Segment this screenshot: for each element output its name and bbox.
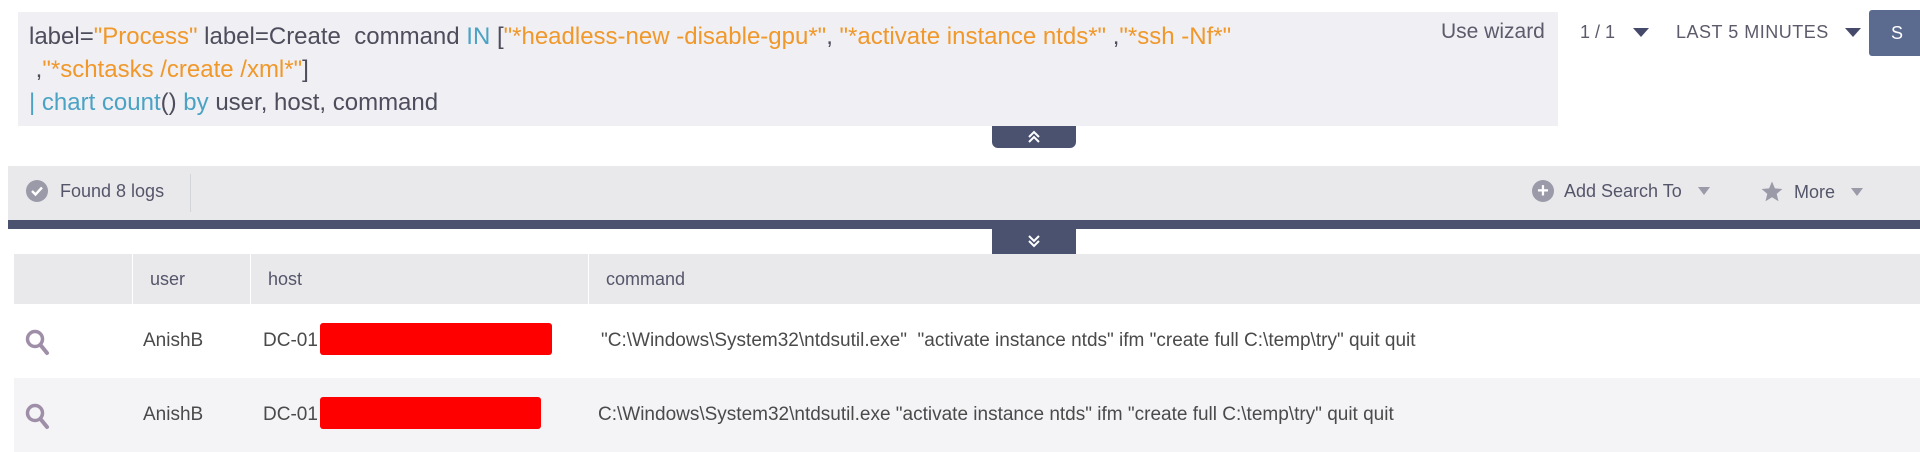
plus-circle-icon: + bbox=[1532, 180, 1554, 202]
star-icon bbox=[1761, 181, 1783, 202]
use-wizard-link[interactable]: Use wizard bbox=[1441, 20, 1545, 43]
double-chevron-down-icon bbox=[1028, 235, 1040, 248]
results-divider bbox=[8, 220, 1920, 229]
column-header-host[interactable]: host bbox=[250, 254, 588, 304]
magnifier-icon[interactable] bbox=[24, 402, 50, 430]
time-range-selector[interactable]: LAST 5 MINUTES bbox=[1676, 22, 1861, 43]
query-line-1: label="Process" label=Create command IN … bbox=[29, 20, 1558, 53]
results-toolbar: Found 8 logs + Add Search To More bbox=[8, 166, 1920, 220]
redaction-box bbox=[319, 322, 552, 355]
query-keyword: chart count bbox=[41, 89, 161, 116]
query-token: , bbox=[826, 23, 840, 50]
time-range-label: LAST 5 MINUTES bbox=[1676, 22, 1829, 42]
collapse-query-button[interactable] bbox=[992, 126, 1076, 148]
query-line-3: | chart count() by user, host, command bbox=[29, 86, 1558, 119]
query-keyword: by bbox=[183, 89, 209, 116]
query-token: , bbox=[29, 56, 43, 83]
add-search-label: Add Search To bbox=[1564, 180, 1682, 201]
query-token: () bbox=[160, 89, 184, 116]
chevron-down-icon[interactable] bbox=[1633, 28, 1650, 37]
query-string: "*schtasks /create /xml*" bbox=[42, 56, 303, 83]
search-button-label: S bbox=[1891, 23, 1904, 43]
check-circle-icon bbox=[26, 180, 48, 202]
cell-host: DC-01 bbox=[263, 378, 541, 452]
more-button[interactable]: More bbox=[1760, 180, 1864, 204]
redaction-box bbox=[319, 396, 541, 429]
table-header: user host command bbox=[14, 254, 1920, 304]
query-line-2: ,"*schtasks /create /xml*"] bbox=[29, 53, 1558, 86]
caret-down-icon bbox=[1851, 188, 1864, 196]
found-logs-status: Found 8 logs bbox=[26, 180, 164, 202]
query-pipe: | bbox=[29, 89, 42, 116]
cell-user: AnishB bbox=[143, 330, 204, 351]
query-editor[interactable]: label="Process" label=Create command IN … bbox=[18, 12, 1558, 126]
host-name: DC-01 bbox=[263, 404, 318, 425]
table-row[interactable]: AnishB DC-01 C:\Windows\System32\ntdsuti… bbox=[14, 378, 1920, 452]
query-token: label=Create command bbox=[197, 23, 467, 50]
cell-command: C:\Windows\System32\ntdsutil.exe "activa… bbox=[598, 404, 1394, 425]
column-header-command[interactable]: command bbox=[588, 254, 1920, 304]
host-name: DC-01 bbox=[263, 330, 318, 351]
found-logs-label: Found 8 logs bbox=[60, 180, 165, 201]
magnifier-icon[interactable] bbox=[24, 328, 50, 356]
more-label: More bbox=[1794, 181, 1836, 202]
query-string: "*activate instance ntds*" bbox=[839, 23, 1107, 50]
search-button[interactable]: S bbox=[1869, 10, 1920, 56]
column-header-actions bbox=[14, 254, 132, 304]
cell-command: "C:\Windows\System32\ntdsutil.exe" "acti… bbox=[601, 330, 1416, 351]
query-token: "Process" bbox=[93, 23, 198, 50]
query-token: , bbox=[1106, 23, 1120, 50]
expand-results-button[interactable] bbox=[992, 228, 1076, 254]
add-search-to-button[interactable]: + Add Search To bbox=[1532, 180, 1710, 202]
toolbar-divider bbox=[190, 174, 191, 212]
column-header-user[interactable]: user bbox=[132, 254, 250, 304]
caret-down-icon bbox=[1697, 187, 1710, 195]
cell-user: AnishB bbox=[143, 404, 204, 425]
query-keyword: IN bbox=[466, 23, 491, 50]
query-string: "*headless-new -disable-gpu*" bbox=[503, 23, 827, 50]
query-string: "*ssh -Nf*" bbox=[1119, 23, 1232, 50]
query-token: label= bbox=[29, 23, 94, 50]
table-row[interactable]: AnishB DC-01 "C:\Windows\System32\ntdsut… bbox=[14, 304, 1920, 378]
query-token: [ bbox=[490, 23, 504, 50]
page-indicator: 1 / 1 bbox=[1580, 22, 1616, 42]
query-token: ] bbox=[302, 56, 309, 83]
double-chevron-up-icon bbox=[1028, 130, 1040, 143]
chevron-down-icon[interactable] bbox=[1844, 28, 1861, 37]
query-token: user, host, command bbox=[208, 89, 439, 116]
cell-host: DC-01 bbox=[263, 304, 552, 378]
page-selector[interactable]: 1 / 1 bbox=[1580, 22, 1650, 43]
